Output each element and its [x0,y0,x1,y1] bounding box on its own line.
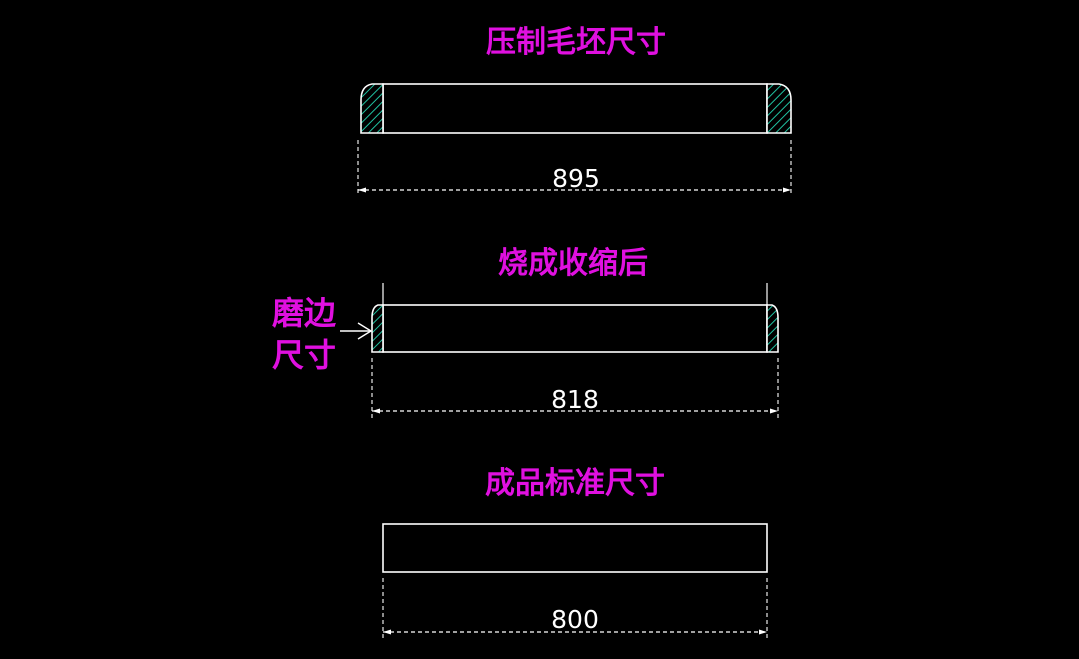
fired-body [382,304,768,353]
fired-dimension-value: 818 [551,385,599,414]
stage-blank-title: 压制毛坯尺寸 [486,25,666,60]
fired-left-edge-allowance [371,304,384,353]
stage-finished-title: 成品标准尺寸 [485,466,665,501]
blank-body [382,83,768,134]
finished-body [382,523,768,573]
fired-right-edge-allowance [766,304,779,353]
blank-dimension-value: 895 [552,164,600,193]
blank-right-edge-allowance [766,83,792,134]
blank-dim-arrow-left [358,187,366,193]
stage-fired-title: 烧成收缩后 [498,246,648,281]
blank-left-edge-allowance [360,83,384,134]
callout-arrowhead [357,322,373,340]
fired-dim-arrow-left [372,408,380,414]
fired-dim-arrow-right [770,408,778,414]
grinding-callout-line1: 磨边 [272,294,336,332]
grinding-callout-line2: 尺寸 [272,336,336,374]
stage-blank: 压制毛坯尺寸 895 [357,25,792,196]
finished-dimension-value: 800 [551,605,599,634]
stage-finished: 成品标准尺寸 800 [382,466,768,638]
finished-dim-arrow-left [383,629,391,635]
finished-dim-arrow-right [759,629,767,635]
stage-fired: 烧成收缩后 818 磨边 尺寸 [272,246,779,418]
blank-dim-arrow-right [783,187,791,193]
